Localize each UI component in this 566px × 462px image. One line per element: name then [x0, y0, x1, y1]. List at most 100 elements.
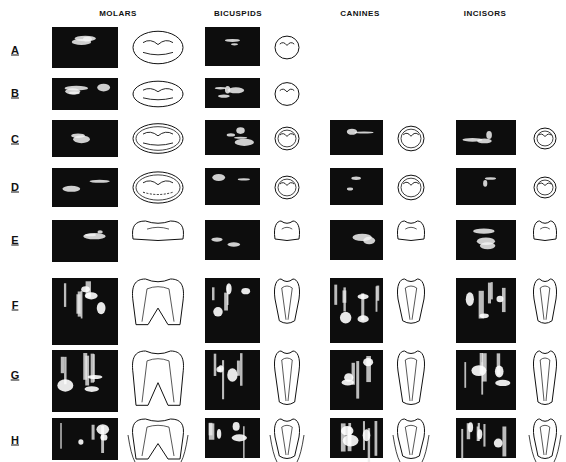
radiograph [205, 418, 260, 458]
radiograph [205, 350, 260, 410]
crown-outline [401, 129, 421, 148]
tooth-crypt-outline [275, 83, 299, 106]
row-letter: D [11, 182, 19, 193]
mineralized-crown [495, 365, 504, 377]
alveolar-bone-line [422, 435, 429, 462]
mineralized-crown [354, 131, 373, 133]
radiograph [52, 278, 118, 345]
cusp-line [280, 43, 294, 46]
root-shadow [464, 362, 466, 388]
alveolar-bone-line [297, 435, 304, 462]
mineralized-crown [241, 288, 250, 294]
pulp-outline [282, 425, 293, 455]
cusp-line [143, 52, 173, 54]
radiograph [52, 27, 118, 68]
radiograph [456, 220, 516, 260]
mineralized-crown [215, 87, 226, 90]
mineralized-crown [477, 429, 482, 439]
alveolar-bone-line [270, 435, 277, 462]
mineralized-crown [233, 422, 240, 431]
radiograph [330, 350, 383, 410]
root-shadow [212, 287, 215, 300]
row-letter: B [11, 88, 19, 99]
mineralized-crown [62, 186, 80, 192]
radiograph [52, 350, 118, 412]
root-shadow [375, 421, 378, 456]
radiograph [330, 168, 383, 205]
cusp-line [143, 89, 173, 92]
mineralized-crown [340, 312, 351, 324]
root-shadow [502, 426, 506, 456]
column-heading: BICUSPIDS [214, 10, 262, 18]
mineralized-crown [218, 365, 223, 372]
row-letter: H [11, 435, 19, 446]
mineralized-crown [234, 137, 247, 139]
tooth-outline [533, 351, 556, 405]
row-letter: C [11, 134, 19, 145]
pulp-outline [142, 359, 174, 403]
radiograph [52, 78, 118, 110]
alveolar-bone-line [393, 435, 400, 462]
root-shadow [356, 361, 359, 399]
radiograph [205, 220, 260, 260]
column-heading: CANINES [340, 10, 380, 18]
root-shadow [214, 354, 217, 376]
crown-outline [537, 180, 553, 195]
tooth-crypt-outline [275, 176, 299, 199]
column-heading: MOLARS [99, 10, 137, 18]
root-shadow [488, 283, 491, 304]
cusp-line [538, 134, 551, 137]
radiograph [456, 350, 516, 410]
root-shadow [76, 294, 80, 313]
mineralized-crown [83, 233, 105, 239]
radiograph [456, 168, 516, 205]
mineralized-crown [228, 87, 245, 93]
mineralized-crown [232, 434, 247, 441]
mineralized-crown [96, 424, 109, 434]
pulp-outline [282, 227, 293, 229]
cusp-line [403, 133, 419, 136]
mineralized-crown [357, 315, 368, 322]
mineralized-crown [71, 133, 85, 138]
pulp-outline [282, 358, 293, 401]
tooth-crypt-outline [133, 172, 183, 203]
tooth-crypt-outline [398, 126, 424, 151]
mineralized-crown [480, 242, 495, 249]
tooth-crypt-outline [275, 127, 299, 150]
tooth-crypt-outline [534, 177, 556, 198]
cusp-line [143, 132, 173, 136]
root-shadow [209, 423, 213, 436]
radiograph [205, 78, 260, 108]
radiograph [205, 278, 260, 343]
radiograph [52, 168, 118, 207]
crown-outline [278, 130, 296, 147]
mineralized-crown [473, 229, 495, 234]
radiograph [330, 418, 383, 458]
mineralized-crown [351, 177, 361, 180]
mineralized-crown [485, 177, 496, 180]
tooth-crypt-outline [398, 175, 424, 200]
pulp-outline [405, 358, 416, 401]
mineralized-crown [341, 426, 353, 436]
tooth-crypt-outline [133, 124, 183, 154]
mineralized-crown [468, 422, 473, 432]
mineralized-crown [486, 131, 492, 139]
mineralized-crown [57, 379, 73, 391]
pulp-outline [147, 227, 169, 229]
root-shadow [343, 287, 345, 311]
mineralized-crown [218, 94, 230, 97]
tooth-outline [133, 419, 184, 459]
root-shadow [483, 424, 485, 447]
crown-outline [401, 178, 421, 197]
tooth-crypt-outline [133, 31, 183, 64]
root-shadow [240, 353, 242, 386]
tooth-outline [533, 279, 556, 323]
pulp-outline [142, 287, 174, 322]
mineralized-crown [343, 435, 359, 447]
root-shadow [376, 286, 379, 301]
radiograph [330, 220, 383, 260]
root-shadow [92, 425, 95, 440]
crown-outline [537, 131, 553, 146]
cusp-line [143, 41, 173, 45]
